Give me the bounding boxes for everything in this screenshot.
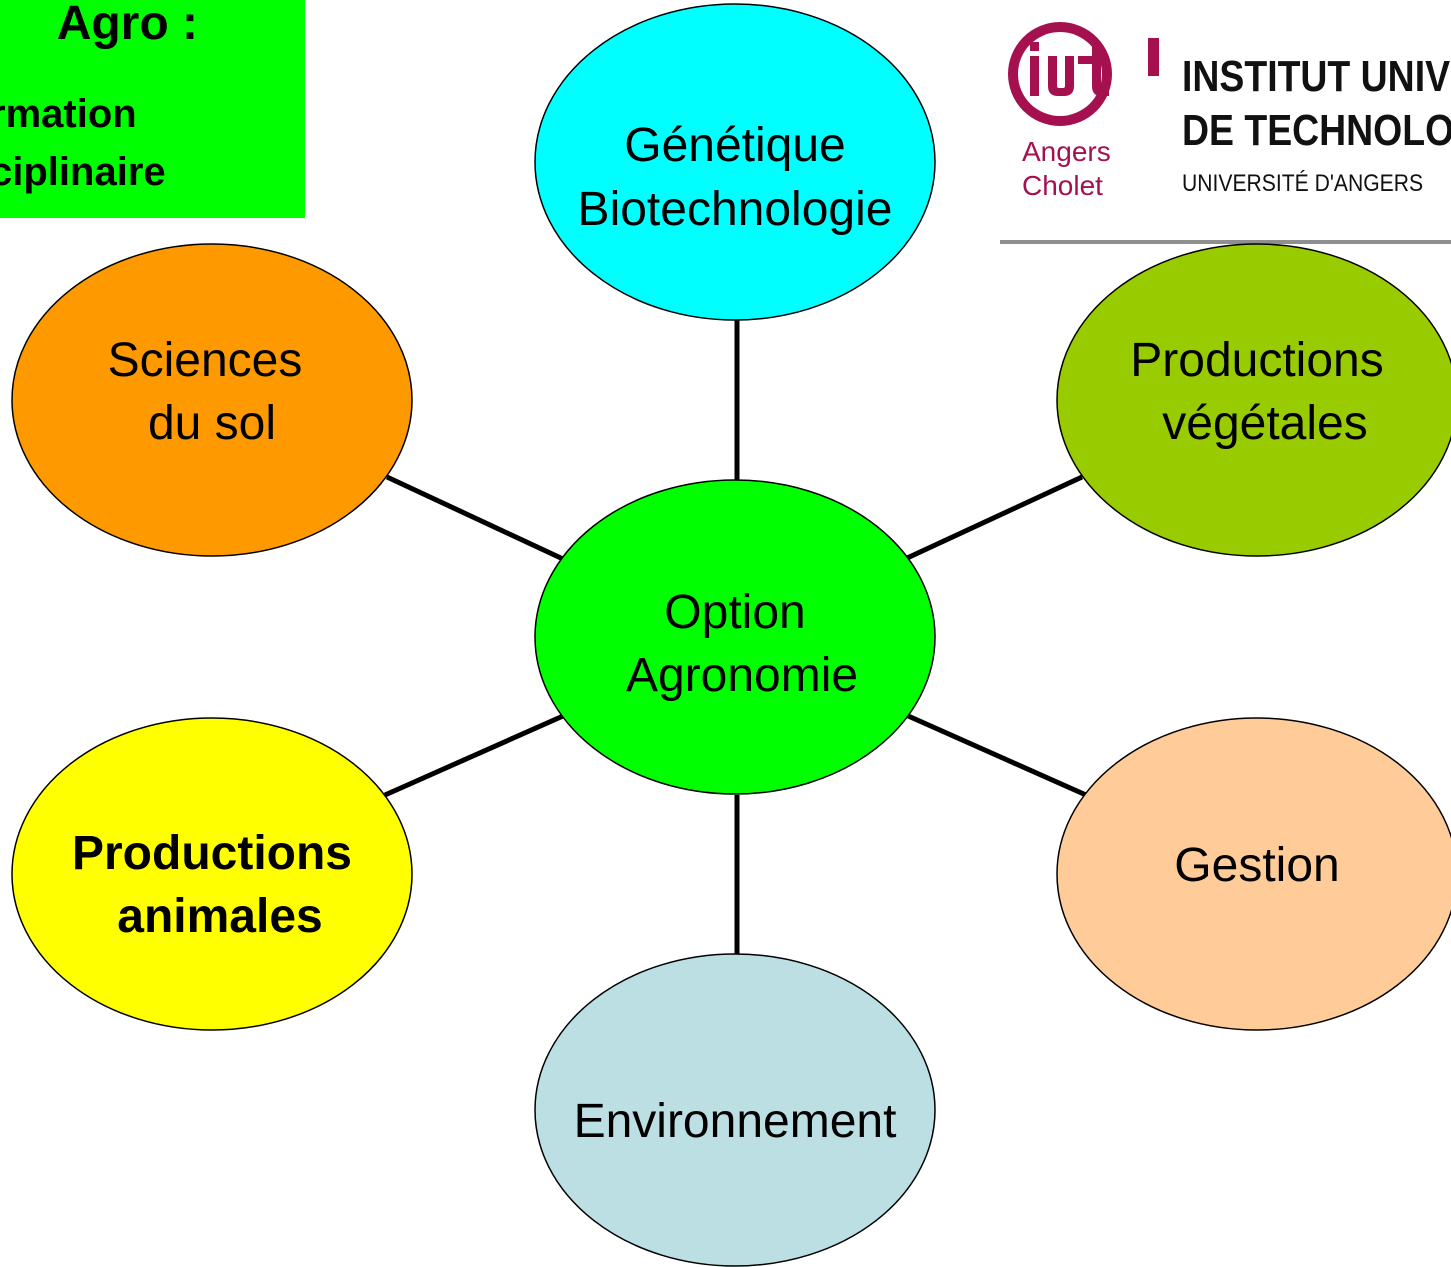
- node-label-genetique-2: Biotechnologie: [578, 183, 893, 236]
- node-gestion: Gestion: [1056, 717, 1451, 1031]
- node-label-sciences-sol-1: Sciences: [108, 334, 303, 387]
- node-label-prod-animales-1: Productions: [72, 827, 352, 880]
- node-label-prod-animales-2: animales: [117, 890, 322, 943]
- iut-logo-icon: [1008, 22, 1112, 126]
- connector-sciences-sol: [385, 474, 565, 562]
- logo-line-1: INSTITUT UNIV: [1182, 52, 1451, 101]
- node-prod-animales: Productions animales: [11, 717, 413, 1031]
- node-shape-sciences-sol: [11, 243, 413, 557]
- node-shape-center: [534, 479, 936, 795]
- node-label-center-2: Agronomie: [626, 649, 858, 702]
- logo-separator: [1148, 38, 1159, 76]
- node-label-genetique-1: Génétique: [624, 119, 846, 172]
- node-shape-genetique: [534, 3, 936, 321]
- logo-underline: [1000, 240, 1451, 244]
- node-label-gestion-1: Gestion: [1174, 839, 1339, 892]
- node-environnement: Environnement: [534, 953, 936, 1267]
- node-label-sciences-sol-2: du sol: [148, 397, 276, 450]
- logo-line-2: DE TECHNOLO: [1182, 106, 1451, 155]
- title-line-2: rmation: [0, 92, 137, 136]
- title-line-1: Agro :: [56, 0, 198, 50]
- connector-gestion: [904, 712, 1088, 798]
- logo-city-cholet: Cholet: [1022, 170, 1103, 201]
- node-label-prod-vegetales-1: Productions: [1130, 334, 1383, 387]
- node-shape-prod-animales: [11, 717, 413, 1031]
- node-label-environnement-1: Environnement: [574, 1095, 897, 1148]
- iut-logo: Angers Cholet INSTITUT UNIV DE TECHNOLO …: [1000, 18, 1451, 244]
- connector-prod-animales: [383, 713, 565, 798]
- node-label-prod-vegetales-2: végétales: [1162, 397, 1367, 450]
- node-shape-prod-vegetales: [1056, 243, 1451, 557]
- node-shape-gestion: [1056, 717, 1451, 1031]
- node-prod-vegetales: Productions végétales: [1056, 243, 1451, 557]
- node-shape-environnement: [534, 953, 936, 1267]
- node-label-center-1: Option: [664, 586, 805, 639]
- node-sciences-sol: Sciences du sol: [11, 243, 413, 557]
- title-box: Agro : rmation ciplinaire: [0, 0, 305, 218]
- connector-prod-vegetales: [903, 474, 1084, 562]
- logo-city-angers: Angers: [1022, 136, 1111, 167]
- logo-line-3: UNIVERSITÉ D'ANGERS: [1182, 170, 1424, 197]
- title-line-3: ciplinaire: [0, 150, 166, 194]
